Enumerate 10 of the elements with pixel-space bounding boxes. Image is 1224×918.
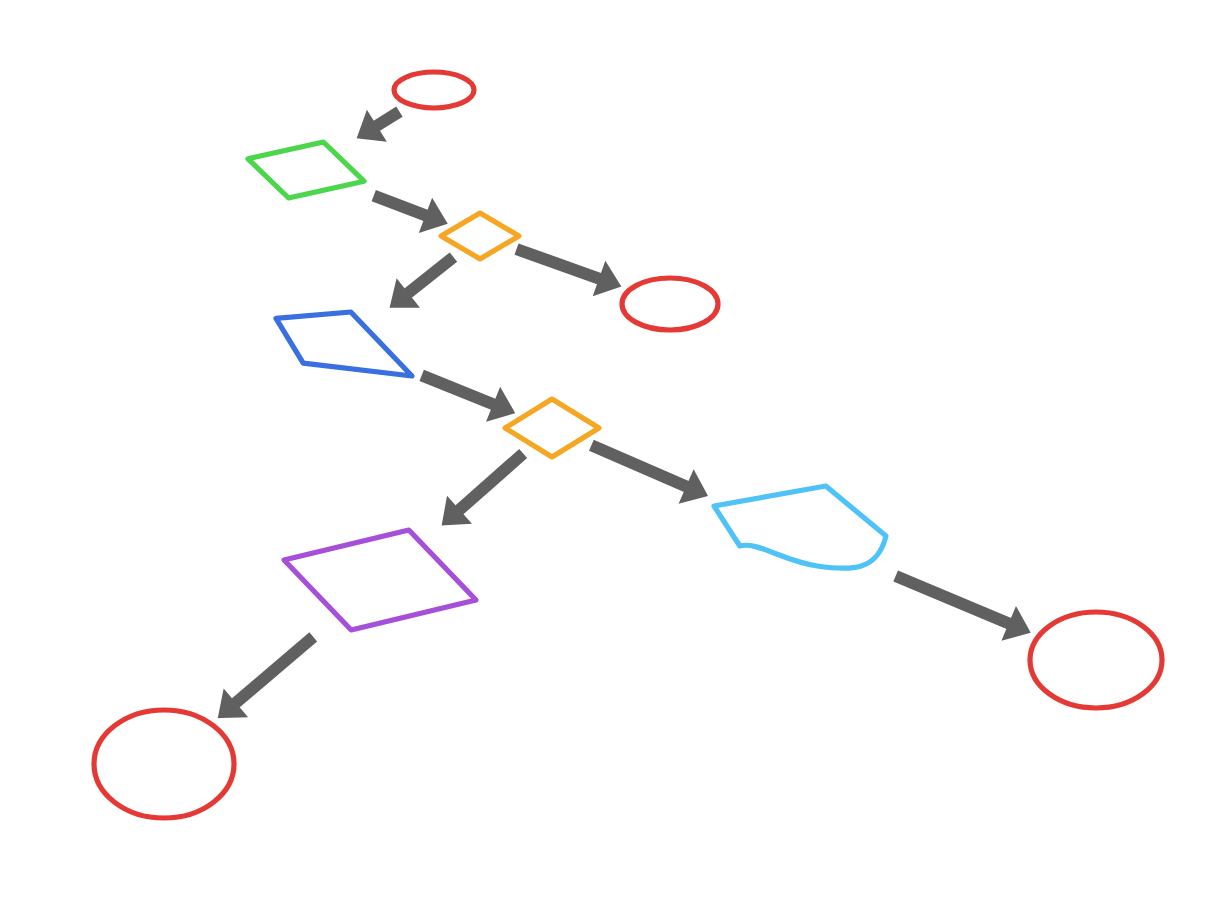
terminal-ellipse — [619, 275, 721, 333]
decision-diamond — [502, 396, 602, 460]
decision-diamond — [438, 210, 522, 262]
terminal-ellipse — [1027, 609, 1165, 711]
terminal-ellipse — [391, 69, 477, 111]
operation-trapezoid — [273, 309, 415, 379]
process-parallelogram — [281, 527, 479, 633]
process-parallelogram — [245, 139, 367, 201]
terminal-ellipse — [91, 707, 237, 821]
document-shape — [711, 483, 889, 571]
